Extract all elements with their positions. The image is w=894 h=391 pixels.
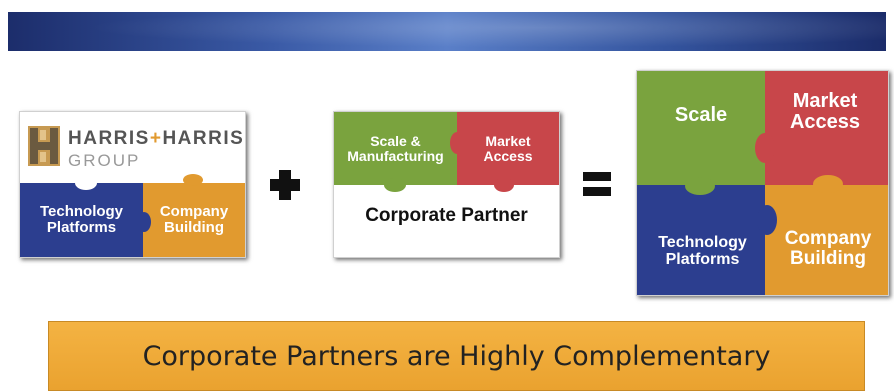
puzzle-tab-green-bottom [384,178,406,192]
puzzle-tab-white-top [75,176,97,190]
footer-banner: Corporate Partners are Highly Complement… [48,321,865,391]
combined-puzzle-panel: Scale Market Access Technology Platforms… [636,70,889,296]
scale-manufacturing-block: Scale & Manufacturing [334,112,457,185]
logo-name-left: HARRIS [68,128,150,149]
technology-platforms-block: Technology Platforms [20,183,143,257]
puzzle-tab-red-left [450,132,464,154]
puzzle-tab-red-bottom [494,178,514,192]
combined-company-building-block: Company Building [765,185,888,295]
combined-scale-label: Scale [674,104,728,126]
combined-tab-green-bottom [685,177,715,195]
combined-technology-platforms-block: Technology Platforms [637,185,765,295]
puzzle-tab-orange-top [183,174,203,186]
company-building-label: Company Building [159,203,229,236]
logo-group: GROUP [68,151,141,170]
footer-text: Corporate Partners are Highly Complement… [142,340,771,372]
market-access-block: Market Access [457,112,559,185]
harris-logo-icon [28,126,60,166]
puzzle-tab-blue-right [137,212,151,232]
harris-logo-text: HARRIS+HARRIS GROUP [68,128,244,171]
combined-market-access-label: Market Access [789,90,861,133]
equals-operator-icon-lower [583,187,611,196]
logo-plus: + [149,128,163,149]
scale-manufacturing-label: Scale & Manufacturing [347,132,444,164]
plus-operator-icon-vertical [279,170,291,200]
equals-operator-icon [583,172,611,181]
harris-group-panel: HARRIS+HARRIS GROUP Technology Platforms… [19,111,246,258]
combined-tab-red-left [755,133,775,163]
corporate-partner-panel: Scale & Manufacturing Market Access Corp… [333,111,560,258]
combined-tab-blue-right [757,205,777,235]
company-building-block: Company Building [143,183,245,257]
combined-company-building-label: Company Building [784,228,872,269]
combined-scale-block: Scale [637,71,765,185]
header-banner [8,12,886,51]
combined-tab-orange-top [813,175,843,193]
corporate-partner-label: Corporate Partner [365,205,528,226]
technology-platforms-label: Technology Platforms [39,203,124,236]
market-access-label: Market Access [483,132,533,164]
logo-name-right: HARRIS [162,128,245,149]
combined-technology-platforms-label: Technology Platforms [658,234,747,268]
combined-market-access-block: Market Access [765,71,888,185]
